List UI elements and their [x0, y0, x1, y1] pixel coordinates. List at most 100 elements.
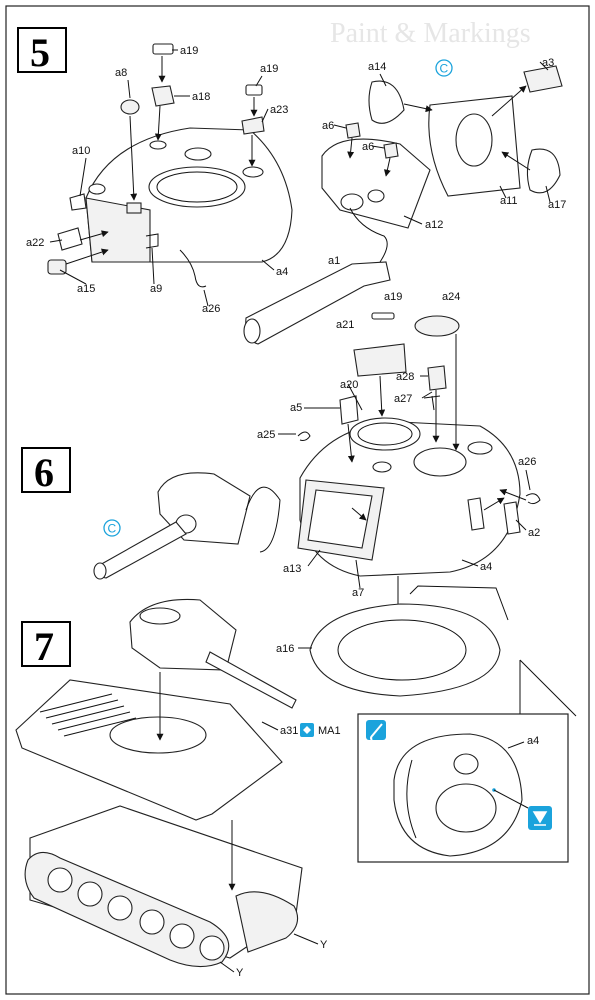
- handle-a19-step6: [371, 312, 395, 320]
- cupola-a20-inner: [357, 422, 413, 446]
- callout-a10: a10: [72, 145, 90, 157]
- assembled-turret-barrel: [205, 651, 297, 709]
- callout-a13: a13: [283, 563, 301, 575]
- road-wheel: [169, 923, 195, 949]
- callout-a19-step6: a19: [384, 291, 402, 303]
- gun-barrel-a1: [245, 261, 391, 345]
- callout-a21: a21: [336, 319, 354, 331]
- clip-a27: [423, 395, 441, 411]
- periscope-a8-seat: [126, 202, 142, 214]
- bracket-a2-b: [503, 501, 521, 535]
- track-right: [235, 891, 299, 953]
- badge-c-step5-text: C: [440, 62, 449, 76]
- callout-a26-step6: a26: [518, 456, 536, 468]
- marking-icon-glyph: [532, 811, 548, 826]
- road-wheel: [77, 881, 103, 907]
- bracket-a2: [467, 497, 485, 531]
- vent-opening: [467, 441, 493, 455]
- callout-a4-step6: a4: [480, 561, 492, 573]
- cover-a14: [368, 80, 405, 124]
- step-7: 7: [15, 585, 577, 968]
- callout-y-left: Y: [236, 967, 244, 979]
- callout-a11: a11: [500, 195, 518, 207]
- callout-a20: a20: [340, 379, 358, 391]
- gun-mantlet-a12: [321, 138, 431, 229]
- cupola-ring: [148, 166, 246, 208]
- step-6-number: 6: [34, 450, 54, 495]
- paint-brush-icon-glyph: [370, 723, 383, 741]
- grab-handle-a19-b: [245, 84, 263, 96]
- arrow-a13: [351, 507, 367, 521]
- antenna-wire-a26: [179, 249, 207, 288]
- hinge-a3: [523, 65, 563, 93]
- hull-turret-opening: [109, 716, 207, 754]
- step-5: 5: [17, 27, 563, 345]
- callout-a9: a9: [150, 283, 162, 295]
- vision-block-hole: [242, 166, 264, 178]
- leader-lines-step6: [278, 375, 531, 589]
- small-port: [372, 461, 392, 473]
- step-7-box: [21, 621, 71, 667]
- ring-a25: [297, 431, 311, 441]
- loader-hatch-opening: [413, 447, 467, 477]
- step-7-number: 7: [34, 624, 54, 669]
- callout-a12: a12: [425, 219, 443, 231]
- arrow-a26-step6: [499, 488, 527, 501]
- inset-leader: [493, 789, 529, 809]
- arrow-a21-to-cupola: [378, 375, 386, 417]
- arrow-a15: [65, 248, 109, 265]
- inset-port-small: [453, 753, 479, 775]
- arrow-a17: [501, 151, 531, 171]
- step-6: 6: [21, 312, 541, 661]
- callout-a5: a5: [290, 402, 302, 414]
- vision-block-a18: [151, 85, 175, 107]
- turret-ring-a16: [309, 603, 501, 697]
- arrow-a6-left: [347, 137, 355, 159]
- callout-a4-inset: a4: [527, 735, 539, 747]
- mantlet-frame-a13-inner: [307, 489, 373, 549]
- arrow-a18-to-hole: [154, 105, 162, 141]
- callout-a31: a31: [280, 725, 298, 737]
- a6-bolt-right: [383, 142, 399, 159]
- callout-a27: a27: [394, 393, 412, 405]
- hatch-a21: [353, 343, 407, 377]
- callout-a1: a1: [328, 255, 340, 267]
- inset-hatch-edge: [406, 759, 417, 839]
- callout-a28: a28: [396, 371, 414, 383]
- callout-a16: a16: [276, 643, 294, 655]
- ring-a26-step6: [525, 493, 541, 505]
- lifting-ring-a10: [69, 193, 87, 211]
- ma1-icon: [300, 723, 314, 737]
- barrel-leader-line: [349, 207, 388, 263]
- arrow-a5: [347, 423, 355, 463]
- callout-a18: a18: [192, 91, 210, 103]
- assembled-turret-cupola: [139, 607, 181, 625]
- turret-ring-a16-inner: [337, 619, 467, 681]
- periscope-hole: [149, 140, 167, 150]
- hatch-front: [88, 183, 106, 195]
- callout-a22: a22: [26, 237, 44, 249]
- mantlet-opening-b: [367, 189, 385, 203]
- gun-to-turret-line: [245, 486, 281, 553]
- inset-pointer: [519, 659, 577, 717]
- leader-lines-step7: [219, 647, 525, 973]
- callout-a19-top: a19: [180, 45, 198, 57]
- badge-c-step6: [103, 519, 121, 537]
- page-border: [5, 5, 590, 995]
- inset-port-large: [435, 783, 497, 833]
- callout-ma1: MA1: [318, 725, 341, 737]
- barrel-muzzle-step6: [93, 562, 107, 580]
- bracket-a9: [145, 233, 159, 249]
- road-wheel: [107, 895, 133, 921]
- callout-a6-left: a6: [322, 120, 334, 132]
- arrow-a8-to-seat: [129, 115, 138, 201]
- callout-a25: a25: [257, 429, 275, 441]
- callout-a2: a2: [528, 527, 540, 539]
- callout-a15: a15: [77, 283, 95, 295]
- arrow-a6-right: [383, 157, 391, 177]
- hatch-a24: [414, 315, 460, 337]
- badge-c-step6-text: C: [108, 522, 117, 536]
- callout-a7: a7: [352, 587, 364, 599]
- callout-a3: a3: [542, 57, 554, 69]
